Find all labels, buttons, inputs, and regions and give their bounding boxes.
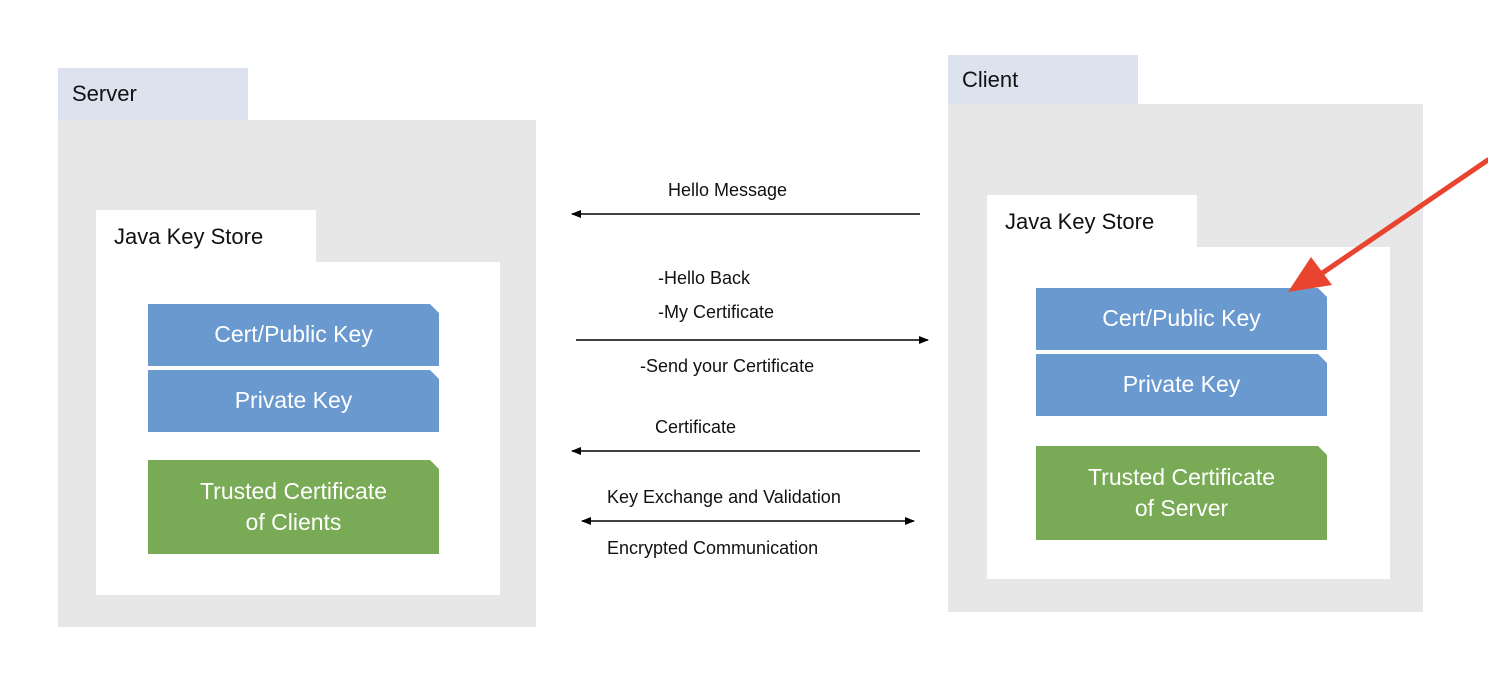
client-trusted-label: Trusted Certificate of Server <box>1087 463 1276 521</box>
msg-my-certificate: -My Certificate <box>658 302 775 322</box>
msg-key-exchange: Key Exchange and Validation <box>607 487 841 507</box>
red-pointer-arrow <box>1288 157 1488 292</box>
server-panel-tab: Server <box>58 68 248 120</box>
msg-encrypted-communication: Encrypted Communication <box>607 538 819 558</box>
server-title: Server <box>72 81 137 106</box>
client-private-key: Private Key <box>1036 354 1327 416</box>
client-title: Client <box>962 67 1019 92</box>
server-keystore-tab: Java Key Store <box>96 210 316 263</box>
msg-send-your-certificate: -Send your Certificate <box>640 356 815 376</box>
server-cert-public-key: Cert/Public Key <box>148 304 439 366</box>
msg-hello-message: Hello Message <box>668 180 788 200</box>
msg-certificate: Certificate <box>655 417 737 437</box>
server-private-key: Private Key <box>148 370 439 432</box>
client-private-label: Private Key <box>1122 371 1241 398</box>
server-trusted-label: Trusted Certificate of Clients <box>199 477 388 535</box>
client-keystore-tab: Java Key Store <box>987 195 1197 248</box>
msg-hello-back: -Hello Back <box>658 268 751 288</box>
server-cert-label: Cert/Public Key <box>214 321 373 348</box>
client-cert-public-key: Cert/Public Key <box>1036 288 1327 350</box>
client-trusted-certificate: Trusted Certificate of Server <box>1036 446 1327 540</box>
server-keystore-title: Java Key Store <box>114 223 264 249</box>
client-cert-label: Cert/Public Key <box>1102 305 1261 332</box>
client-panel-tab: Client <box>948 55 1138 105</box>
client-keystore-title: Java Key Store <box>1005 208 1155 234</box>
server-trusted-certificate: Trusted Certificate of Clients <box>148 460 439 554</box>
server-private-label: Private Key <box>234 387 353 414</box>
